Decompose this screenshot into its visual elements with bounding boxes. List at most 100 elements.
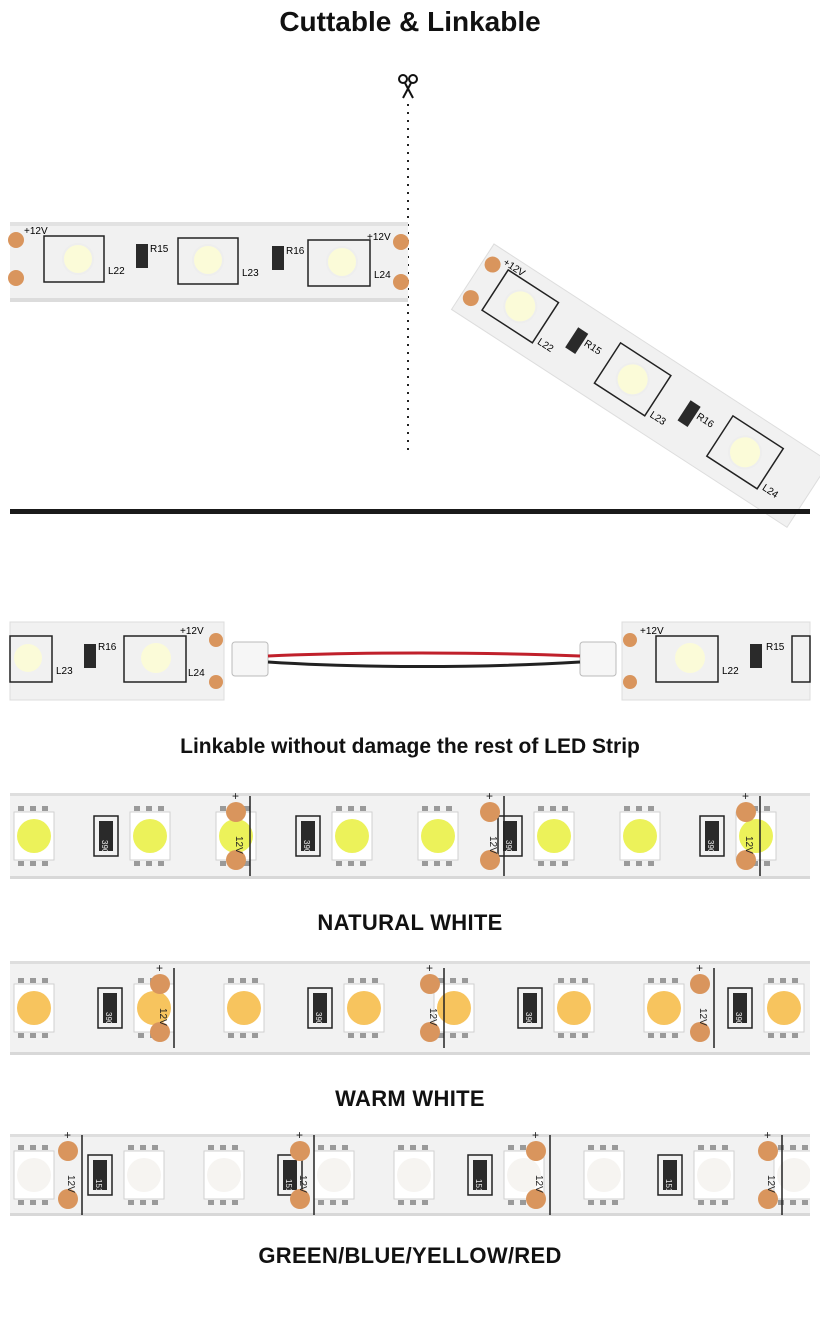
led-chip bbox=[203, 1145, 245, 1205]
pad-voltage-label: 12V bbox=[487, 836, 498, 854]
strip-left-segment: +12V +12V R15 R16 L22 L23 L24 bbox=[8, 222, 409, 302]
caption-warm-white: WARM WHITE bbox=[335, 1086, 485, 1111]
label-plus12v-a: +12V bbox=[24, 226, 48, 237]
resistor: 390 bbox=[97, 987, 123, 1029]
plus-label: + bbox=[232, 789, 239, 803]
led-chip bbox=[343, 978, 385, 1038]
resistor-code: 151 bbox=[94, 1179, 103, 1193]
resistor: 151 bbox=[657, 1154, 683, 1196]
label-plus12v-conn2: +12V bbox=[640, 626, 664, 637]
heading-cuttable: Cuttable & Linkable bbox=[279, 6, 541, 37]
led-chip bbox=[393, 1145, 435, 1205]
cut-illustration: +12V +12V R15 R16 L22 L23 L24 +12V R15 R… bbox=[8, 74, 820, 701]
solder-pad-pair: 12V + bbox=[526, 1130, 551, 1215]
label-r15: R15 bbox=[150, 244, 169, 255]
plus-label: + bbox=[486, 789, 493, 803]
resistor-code: 390 bbox=[504, 840, 513, 854]
label-r16-conn: R16 bbox=[98, 642, 117, 653]
plus-label: + bbox=[696, 961, 703, 975]
solder-pad-pair: 12V + bbox=[58, 1130, 83, 1215]
resistor: 390 bbox=[699, 815, 725, 857]
label-r15-conn: R15 bbox=[766, 642, 785, 653]
pad-voltage-label: 12V bbox=[157, 1008, 168, 1026]
plus-label: + bbox=[64, 1130, 71, 1142]
pad-voltage-label: 12V bbox=[743, 836, 754, 854]
resistor: 390 bbox=[93, 815, 119, 857]
plus-label: + bbox=[532, 1130, 539, 1142]
solder-pad-pair: 12V + bbox=[420, 961, 445, 1048]
label-plus12v-b: +12V bbox=[367, 232, 391, 243]
strip-natural-white: 390 390 390 390 12V +12V +12V + bbox=[10, 789, 810, 879]
solder-pad-pair: 12V + bbox=[226, 789, 251, 876]
pad-voltage-label: 12V bbox=[765, 1175, 776, 1193]
pad-voltage-label: 12V bbox=[233, 836, 244, 854]
resistor: 390 bbox=[295, 815, 321, 857]
plus-label: + bbox=[426, 961, 433, 975]
label-l22: L22 bbox=[108, 266, 125, 277]
caption-natural-white: NATURAL WHITE bbox=[317, 910, 503, 935]
led-chip bbox=[13, 978, 55, 1038]
label-l24-conn: L24 bbox=[188, 668, 205, 679]
resistor-code: 151 bbox=[474, 1179, 483, 1193]
solder-pad-pair: 12V + bbox=[690, 961, 715, 1048]
solder-pad-pair: 12V + bbox=[480, 789, 505, 876]
led-chip bbox=[553, 978, 595, 1038]
resistor-code: 390 bbox=[524, 1012, 533, 1026]
led-chip bbox=[13, 806, 55, 866]
led-chip bbox=[533, 806, 575, 866]
resistor: 151 bbox=[87, 1154, 113, 1196]
resistor: 390 bbox=[517, 987, 543, 1029]
solder-pad-pair: 12V + bbox=[290, 1130, 315, 1215]
led-chip bbox=[619, 806, 661, 866]
label-l22-conn: L22 bbox=[722, 666, 739, 677]
resistor: 390 bbox=[307, 987, 333, 1029]
plus-label: + bbox=[156, 961, 163, 975]
resistor: 390 bbox=[497, 815, 523, 857]
plus-label: + bbox=[296, 1130, 303, 1142]
resistor-code: 151 bbox=[664, 1179, 673, 1193]
plus-label: + bbox=[764, 1130, 771, 1142]
plus-label: + bbox=[742, 789, 749, 803]
resistor: 151 bbox=[277, 1154, 303, 1196]
label-l24: L24 bbox=[374, 270, 391, 281]
led-chip bbox=[13, 1145, 55, 1205]
led-chip bbox=[763, 978, 805, 1038]
pad-voltage-label: 12V bbox=[533, 1175, 544, 1193]
led-chip bbox=[223, 978, 265, 1038]
resistor: 390 bbox=[727, 987, 753, 1029]
pad-voltage-label: 12V bbox=[697, 1008, 708, 1026]
led-chip bbox=[331, 806, 373, 866]
pad-voltage-label: 12V bbox=[427, 1008, 438, 1026]
label-l23: L23 bbox=[242, 268, 259, 279]
led-chip bbox=[693, 1145, 735, 1205]
led-chip bbox=[583, 1145, 625, 1205]
led-chip bbox=[433, 978, 475, 1038]
resistor-code: 390 bbox=[100, 840, 109, 854]
resistor-code: 151 bbox=[284, 1179, 293, 1193]
resistor-code: 390 bbox=[734, 1012, 743, 1026]
solder-pad-pair: 12V + bbox=[150, 961, 175, 1048]
resistor: 151 bbox=[467, 1154, 493, 1196]
solder-pad-pair: 12V + bbox=[758, 1130, 783, 1215]
label-l23-conn: L23 bbox=[56, 666, 73, 677]
resistor-code: 390 bbox=[302, 840, 311, 854]
label-r16: R16 bbox=[286, 246, 305, 257]
heading-linkable: Linkable without damage the rest of LED … bbox=[180, 735, 640, 758]
led-chip bbox=[417, 806, 459, 866]
resistor-code: 390 bbox=[706, 840, 715, 854]
scissors-icon bbox=[398, 74, 418, 99]
baseline-divider bbox=[10, 509, 810, 514]
connector-illustration: R16 +12V L23 L24 +12V R15 L22 bbox=[9, 621, 811, 701]
label-plus12v-conn: +12V bbox=[180, 626, 204, 637]
led-chip bbox=[123, 1145, 165, 1205]
solder-pad-pair: 12V + bbox=[736, 789, 761, 876]
led-chip bbox=[129, 806, 171, 866]
pad-voltage-label: 12V bbox=[65, 1175, 76, 1193]
strip-right-segment: +12V R15 R16 L22 L23 L24 bbox=[450, 243, 820, 528]
strip-warm-white: 390 390 390 390 12V +12V +12V + bbox=[10, 961, 810, 1055]
led-chip bbox=[773, 1145, 810, 1205]
resistor-code: 390 bbox=[104, 1012, 113, 1026]
pad-voltage-label: 12V bbox=[297, 1175, 308, 1193]
led-chip bbox=[313, 1145, 355, 1205]
resistor-code: 390 bbox=[314, 1012, 323, 1026]
